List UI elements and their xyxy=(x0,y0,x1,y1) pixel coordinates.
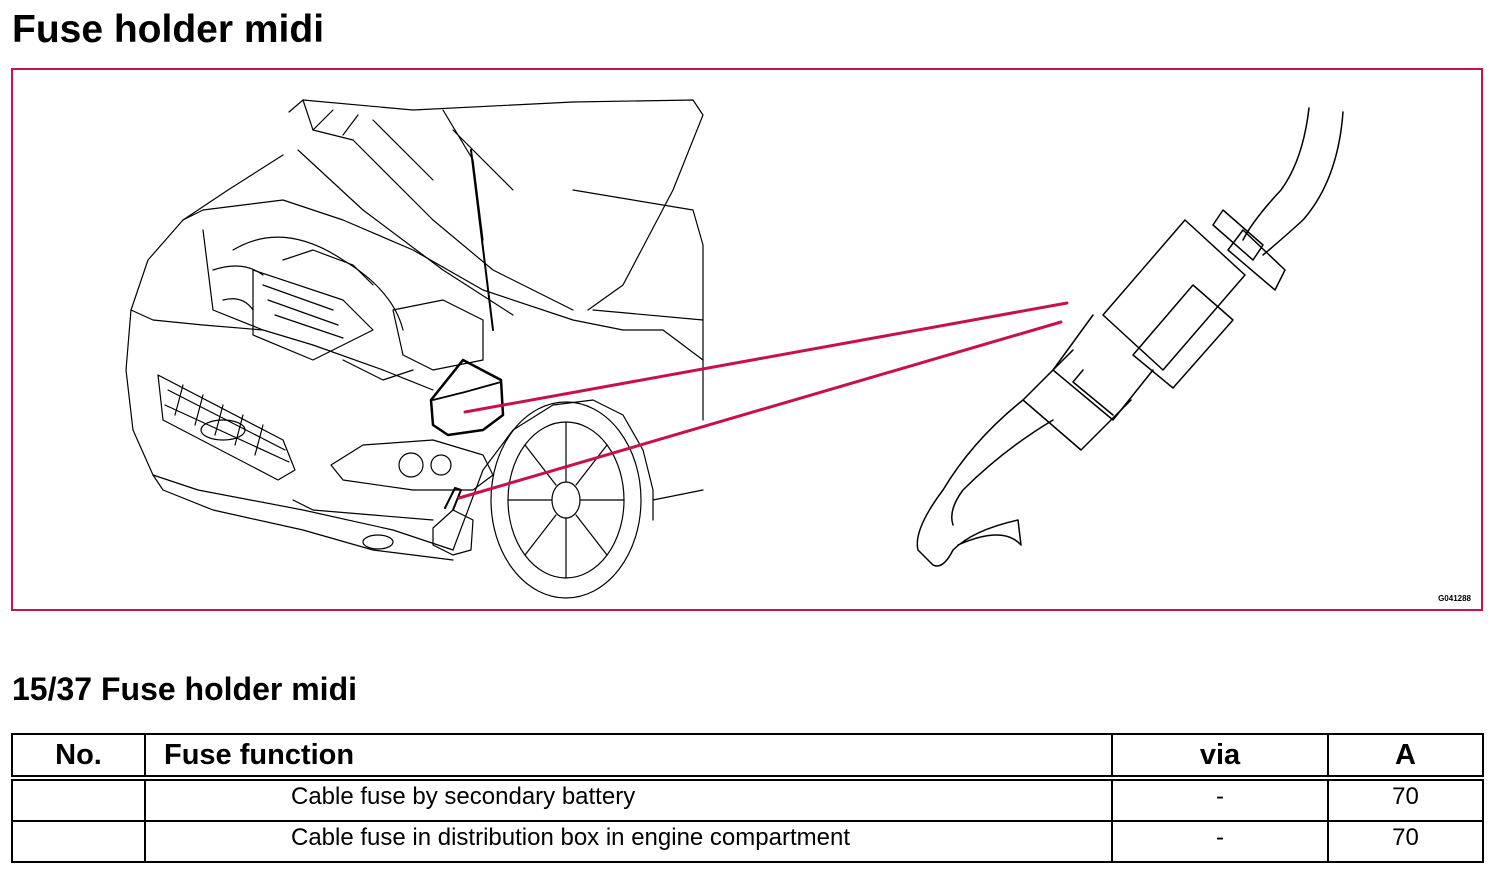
column-header-amp: A xyxy=(1327,733,1484,781)
cell-function: Cable fuse in distribution box in engine… xyxy=(144,820,1113,863)
column-header-no: No. xyxy=(11,733,146,781)
cell-no xyxy=(11,777,146,822)
column-header-via: via xyxy=(1111,733,1329,781)
cell-via: - xyxy=(1111,820,1329,863)
fuse-table: No. Fuse function via A Cable fuse by se… xyxy=(11,733,1484,863)
table-row: Cable fuse by secondary battery - 70 xyxy=(11,777,1484,822)
table-row: Cable fuse in distribution box in engine… xyxy=(11,820,1484,863)
table-header-row: No. Fuse function via A xyxy=(11,733,1484,781)
cell-function: Cable fuse by secondary battery xyxy=(144,777,1113,822)
section-title: 15/37 Fuse holder midi xyxy=(12,671,357,707)
car-engine-illustration xyxy=(125,99,1344,599)
cell-amp: 70 xyxy=(1327,777,1484,822)
column-header-function: Fuse function xyxy=(144,733,1113,781)
fuse-location-figure: G041288 xyxy=(11,68,1483,611)
cell-no xyxy=(11,820,146,863)
cell-via: - xyxy=(1111,777,1329,822)
figure-code: G041288 xyxy=(1438,594,1471,603)
page-title: Fuse holder midi xyxy=(12,8,325,51)
cell-amp: 70 xyxy=(1327,820,1484,863)
